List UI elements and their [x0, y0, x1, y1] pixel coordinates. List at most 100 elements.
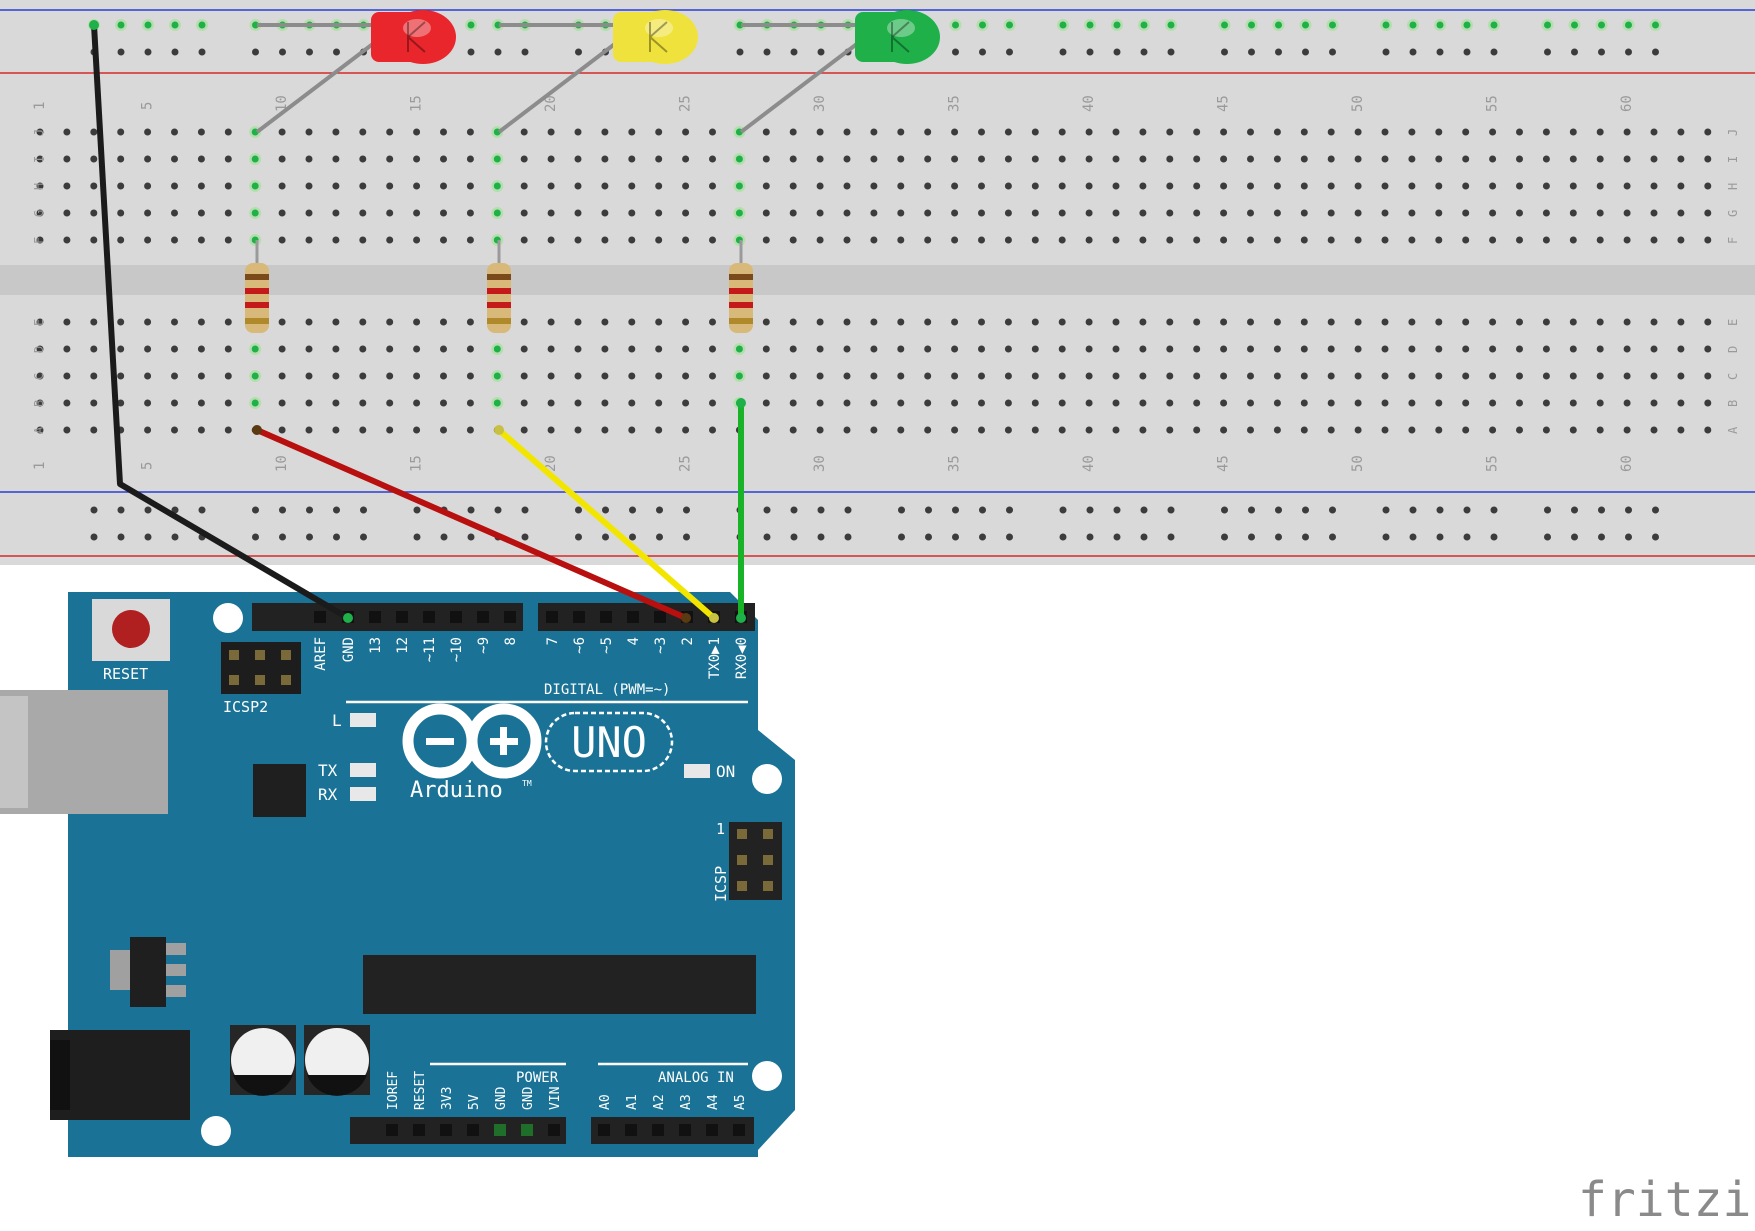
breadboard-hole[interactable] — [171, 182, 178, 190]
breadboard-hole[interactable] — [843, 426, 851, 434]
breadboard-hole[interactable] — [197, 182, 205, 190]
breadboard-hole[interactable] — [789, 426, 797, 434]
breadboard-hole[interactable] — [144, 345, 152, 353]
breadboard-hole[interactable] — [844, 506, 852, 514]
breadboard-hole[interactable] — [897, 155, 905, 163]
breadboard-hole[interactable] — [144, 209, 152, 217]
breadboard-hole[interactable] — [305, 399, 313, 407]
breadboard-hole[interactable] — [952, 506, 959, 514]
breadboard-hole-active[interactable] — [251, 399, 259, 407]
breadboard-hole[interactable] — [1650, 128, 1658, 136]
breadboard-hole[interactable] — [1058, 128, 1066, 136]
breadboard-hole[interactable] — [816, 372, 824, 380]
breadboard-hole[interactable] — [1650, 155, 1658, 163]
breadboard-hole[interactable] — [709, 426, 716, 434]
breadboard-hole[interactable] — [574, 155, 582, 163]
breadboard-hole[interactable] — [332, 209, 340, 217]
breadboard-hole[interactable] — [1220, 318, 1228, 326]
breadboard-hole[interactable] — [656, 506, 663, 514]
breadboard-hole-active[interactable] — [198, 21, 206, 29]
breadboard-hole[interactable] — [1248, 506, 1255, 514]
breadboard-hole[interactable] — [844, 533, 852, 541]
breadboard-hole[interactable] — [629, 533, 636, 541]
breadboard-hole[interactable] — [1569, 318, 1577, 326]
breadboard-hole[interactable] — [413, 399, 421, 407]
breadboard-hole[interactable] — [1677, 155, 1685, 163]
breadboard-hole[interactable] — [1247, 128, 1254, 136]
breadboard-hole[interactable] — [897, 345, 905, 353]
breadboard-hole[interactable] — [816, 318, 824, 326]
breadboard-hole[interactable] — [1085, 345, 1093, 353]
breadboard-hole[interactable] — [1139, 345, 1147, 353]
breadboard-hole[interactable] — [574, 426, 582, 434]
breadboard-hole[interactable] — [1542, 399, 1550, 407]
breadboard-hole[interactable] — [1408, 399, 1416, 407]
breadboard-hole[interactable] — [843, 399, 851, 407]
breadboard-hole[interactable] — [1489, 399, 1497, 407]
breadboard-hole[interactable] — [1058, 318, 1066, 326]
breadboard-hole[interactable] — [1247, 345, 1254, 353]
breadboard-hole[interactable] — [816, 155, 824, 163]
header-socket[interactable] — [573, 611, 585, 623]
breadboard-hole[interactable] — [1489, 345, 1497, 353]
breadboard-hole[interactable] — [117, 155, 125, 163]
breadboard-hole[interactable] — [63, 128, 71, 136]
breadboard-hole-active[interactable] — [251, 155, 259, 163]
breadboard-hole[interactable] — [1381, 426, 1389, 434]
breadboard-hole[interactable] — [224, 209, 232, 217]
breadboard-hole[interactable] — [1139, 318, 1147, 326]
breadboard-hole[interactable] — [1058, 236, 1066, 244]
breadboard-hole[interactable] — [278, 182, 286, 190]
breadboard-hole[interactable] — [1542, 318, 1550, 326]
breadboard-hole[interactable] — [520, 372, 528, 380]
breadboard-hole[interactable] — [1354, 209, 1362, 217]
breadboard-hole[interactable] — [90, 533, 98, 541]
breadboard-hole[interactable] — [1435, 182, 1443, 190]
breadboard-hole[interactable] — [574, 399, 582, 407]
breadboard-hole[interactable] — [440, 209, 447, 217]
breadboard-hole[interactable] — [547, 155, 555, 163]
breadboard-hole[interactable] — [1139, 372, 1147, 380]
breadboard-hole-active[interactable] — [1436, 21, 1444, 29]
breadboard-hole[interactable] — [682, 209, 690, 217]
breadboard-hole[interactable] — [1354, 345, 1362, 353]
breadboard-hole[interactable] — [306, 533, 313, 541]
breadboard-hole[interactable] — [1329, 48, 1336, 56]
breadboard-hole-active[interactable] — [1598, 21, 1605, 29]
breadboard-hole[interactable] — [1273, 372, 1281, 380]
breadboard-hole[interactable] — [63, 318, 71, 326]
breadboard-hole[interactable] — [951, 318, 959, 326]
breadboard-hole[interactable] — [359, 209, 367, 217]
breadboard-hole[interactable] — [144, 318, 152, 326]
breadboard-hole[interactable] — [628, 318, 636, 326]
breadboard-hole[interactable] — [1248, 48, 1255, 56]
breadboard-hole[interactable] — [790, 506, 798, 514]
breadboard-hole[interactable] — [1220, 426, 1228, 434]
breadboard-hole[interactable] — [1247, 372, 1254, 380]
breadboard-hole[interactable] — [1596, 318, 1604, 326]
breadboard-hole[interactable] — [90, 155, 98, 163]
breadboard-hole[interactable] — [278, 209, 286, 217]
breadboard-hole[interactable] — [978, 372, 985, 380]
header-socket[interactable] — [396, 611, 408, 623]
breadboard-hole[interactable] — [655, 345, 663, 353]
breadboard-hole[interactable] — [1300, 399, 1308, 407]
breadboard-hole[interactable] — [870, 372, 878, 380]
breadboard-hole[interactable] — [332, 236, 340, 244]
breadboard-hole[interactable] — [359, 128, 367, 136]
breadboard-hole[interactable] — [762, 128, 770, 136]
breadboard-hole[interactable] — [601, 182, 609, 190]
breadboard-hole[interactable] — [1435, 372, 1443, 380]
breadboard-hole[interactable] — [1085, 209, 1093, 217]
breadboard-hole[interactable] — [1113, 533, 1121, 541]
breadboard-hole[interactable] — [843, 128, 851, 136]
breadboard-hole[interactable] — [978, 182, 985, 190]
breadboard-hole[interactable] — [1329, 506, 1336, 514]
breadboard-hole[interactable] — [655, 399, 663, 407]
breadboard-hole[interactable] — [574, 128, 582, 136]
breadboard-hole[interactable] — [90, 372, 98, 380]
breadboard-hole[interactable] — [1112, 209, 1120, 217]
breadboard-hole[interactable] — [1139, 155, 1147, 163]
breadboard-hole[interactable] — [1006, 48, 1013, 56]
breadboard-hole[interactable] — [171, 506, 179, 514]
